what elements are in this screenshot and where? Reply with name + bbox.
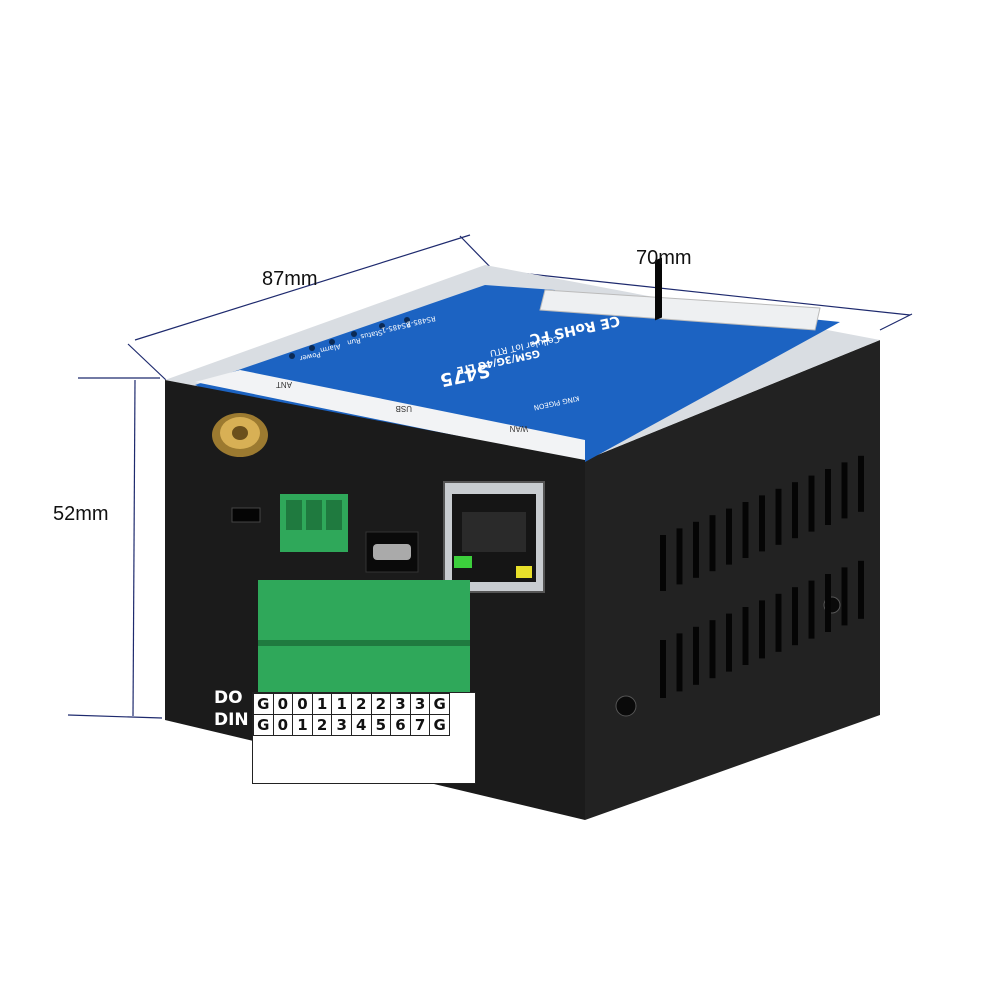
vent-slot — [742, 502, 749, 558]
power-terminal — [280, 494, 348, 552]
vent-slot — [676, 633, 683, 692]
vent-slot — [775, 593, 782, 652]
vent-slot — [742, 607, 749, 665]
led-indicator — [289, 353, 295, 359]
din-pin-cell: 7 — [409, 714, 431, 736]
height-dimension-label: 52mm — [53, 503, 109, 525]
do-pin-cell: G — [429, 693, 450, 715]
wan-label-text: WAN — [509, 424, 528, 433]
vent-slot — [825, 574, 831, 632]
vent-slot — [808, 580, 815, 639]
din-pin-cell: G — [429, 714, 450, 736]
vent-slot — [660, 535, 666, 591]
do-pin-cell: 1 — [311, 693, 333, 715]
vent-slot — [759, 600, 765, 659]
rj45-port — [443, 481, 545, 593]
do-pin-cell: 2 — [350, 693, 372, 715]
din-pin-cell: 5 — [370, 714, 392, 736]
vent-slot — [841, 567, 848, 626]
din-pin-cell: 4 — [350, 714, 372, 736]
din-pin-cell: 6 — [390, 714, 411, 736]
din-pin-cell: 0 — [272, 714, 294, 736]
vent-slot — [792, 482, 798, 539]
do-pin-cell: G — [253, 693, 274, 715]
usb-port — [365, 531, 419, 573]
vent-slot — [693, 521, 699, 578]
din-row-label: DIN — [214, 710, 249, 730]
led-label: RS485-2 — [406, 314, 437, 328]
vent-slots — [655, 257, 662, 321]
antenna-connector — [212, 413, 268, 457]
vent-slot — [726, 508, 732, 565]
width-dimension-label: 70mm — [636, 247, 692, 269]
io-terminal-block — [258, 580, 470, 712]
vent-slot — [660, 640, 666, 698]
vent-slot — [759, 495, 765, 552]
case-right-side — [585, 340, 880, 820]
do-pin-cell: 0 — [292, 693, 313, 715]
do-pin-cell: 0 — [272, 693, 294, 715]
vent-slot — [825, 469, 831, 525]
side-screw-bottom — [615, 695, 637, 717]
usb-label-text: USB — [396, 404, 412, 413]
vent-slot — [808, 475, 815, 532]
vent-slot — [775, 488, 782, 545]
din-pin-cell: 1 — [292, 714, 313, 736]
vent-slot — [858, 455, 864, 512]
vent-slot — [841, 462, 848, 519]
vent-slot — [693, 626, 699, 685]
top-terminal-strip — [539, 289, 821, 331]
do-pin-cell: 3 — [409, 693, 431, 715]
vent-slot — [792, 587, 798, 646]
length-dimension-label: 87mm — [262, 268, 318, 290]
vent-slot — [709, 515, 716, 572]
din-pin-cell: G — [253, 714, 274, 736]
led-label: Run — [346, 336, 361, 347]
do-pin-cell: 2 — [370, 693, 392, 715]
din-pin-cell: 3 — [331, 714, 352, 736]
top-white-band — [195, 370, 585, 462]
vent-slot — [676, 528, 683, 585]
led-indicator — [379, 323, 385, 329]
dip-switch — [231, 507, 261, 523]
do-pin-cell: 1 — [331, 693, 352, 715]
vent-slot — [858, 560, 864, 619]
led-indicator — [404, 317, 410, 323]
led-indicator — [351, 331, 357, 337]
din-pin-cell: 2 — [311, 714, 333, 736]
led-indicator — [309, 345, 315, 351]
vent-slot — [726, 613, 732, 672]
vent-slot — [709, 620, 716, 679]
ant-label-text: ANT — [276, 380, 292, 389]
led-label: Power — [299, 350, 321, 362]
do-row-label: DO — [214, 688, 243, 708]
dimension-lines — [67, 234, 913, 719]
led-indicator — [329, 339, 335, 345]
do-pin-cell: 3 — [390, 693, 411, 715]
led-label: Status — [359, 328, 383, 341]
